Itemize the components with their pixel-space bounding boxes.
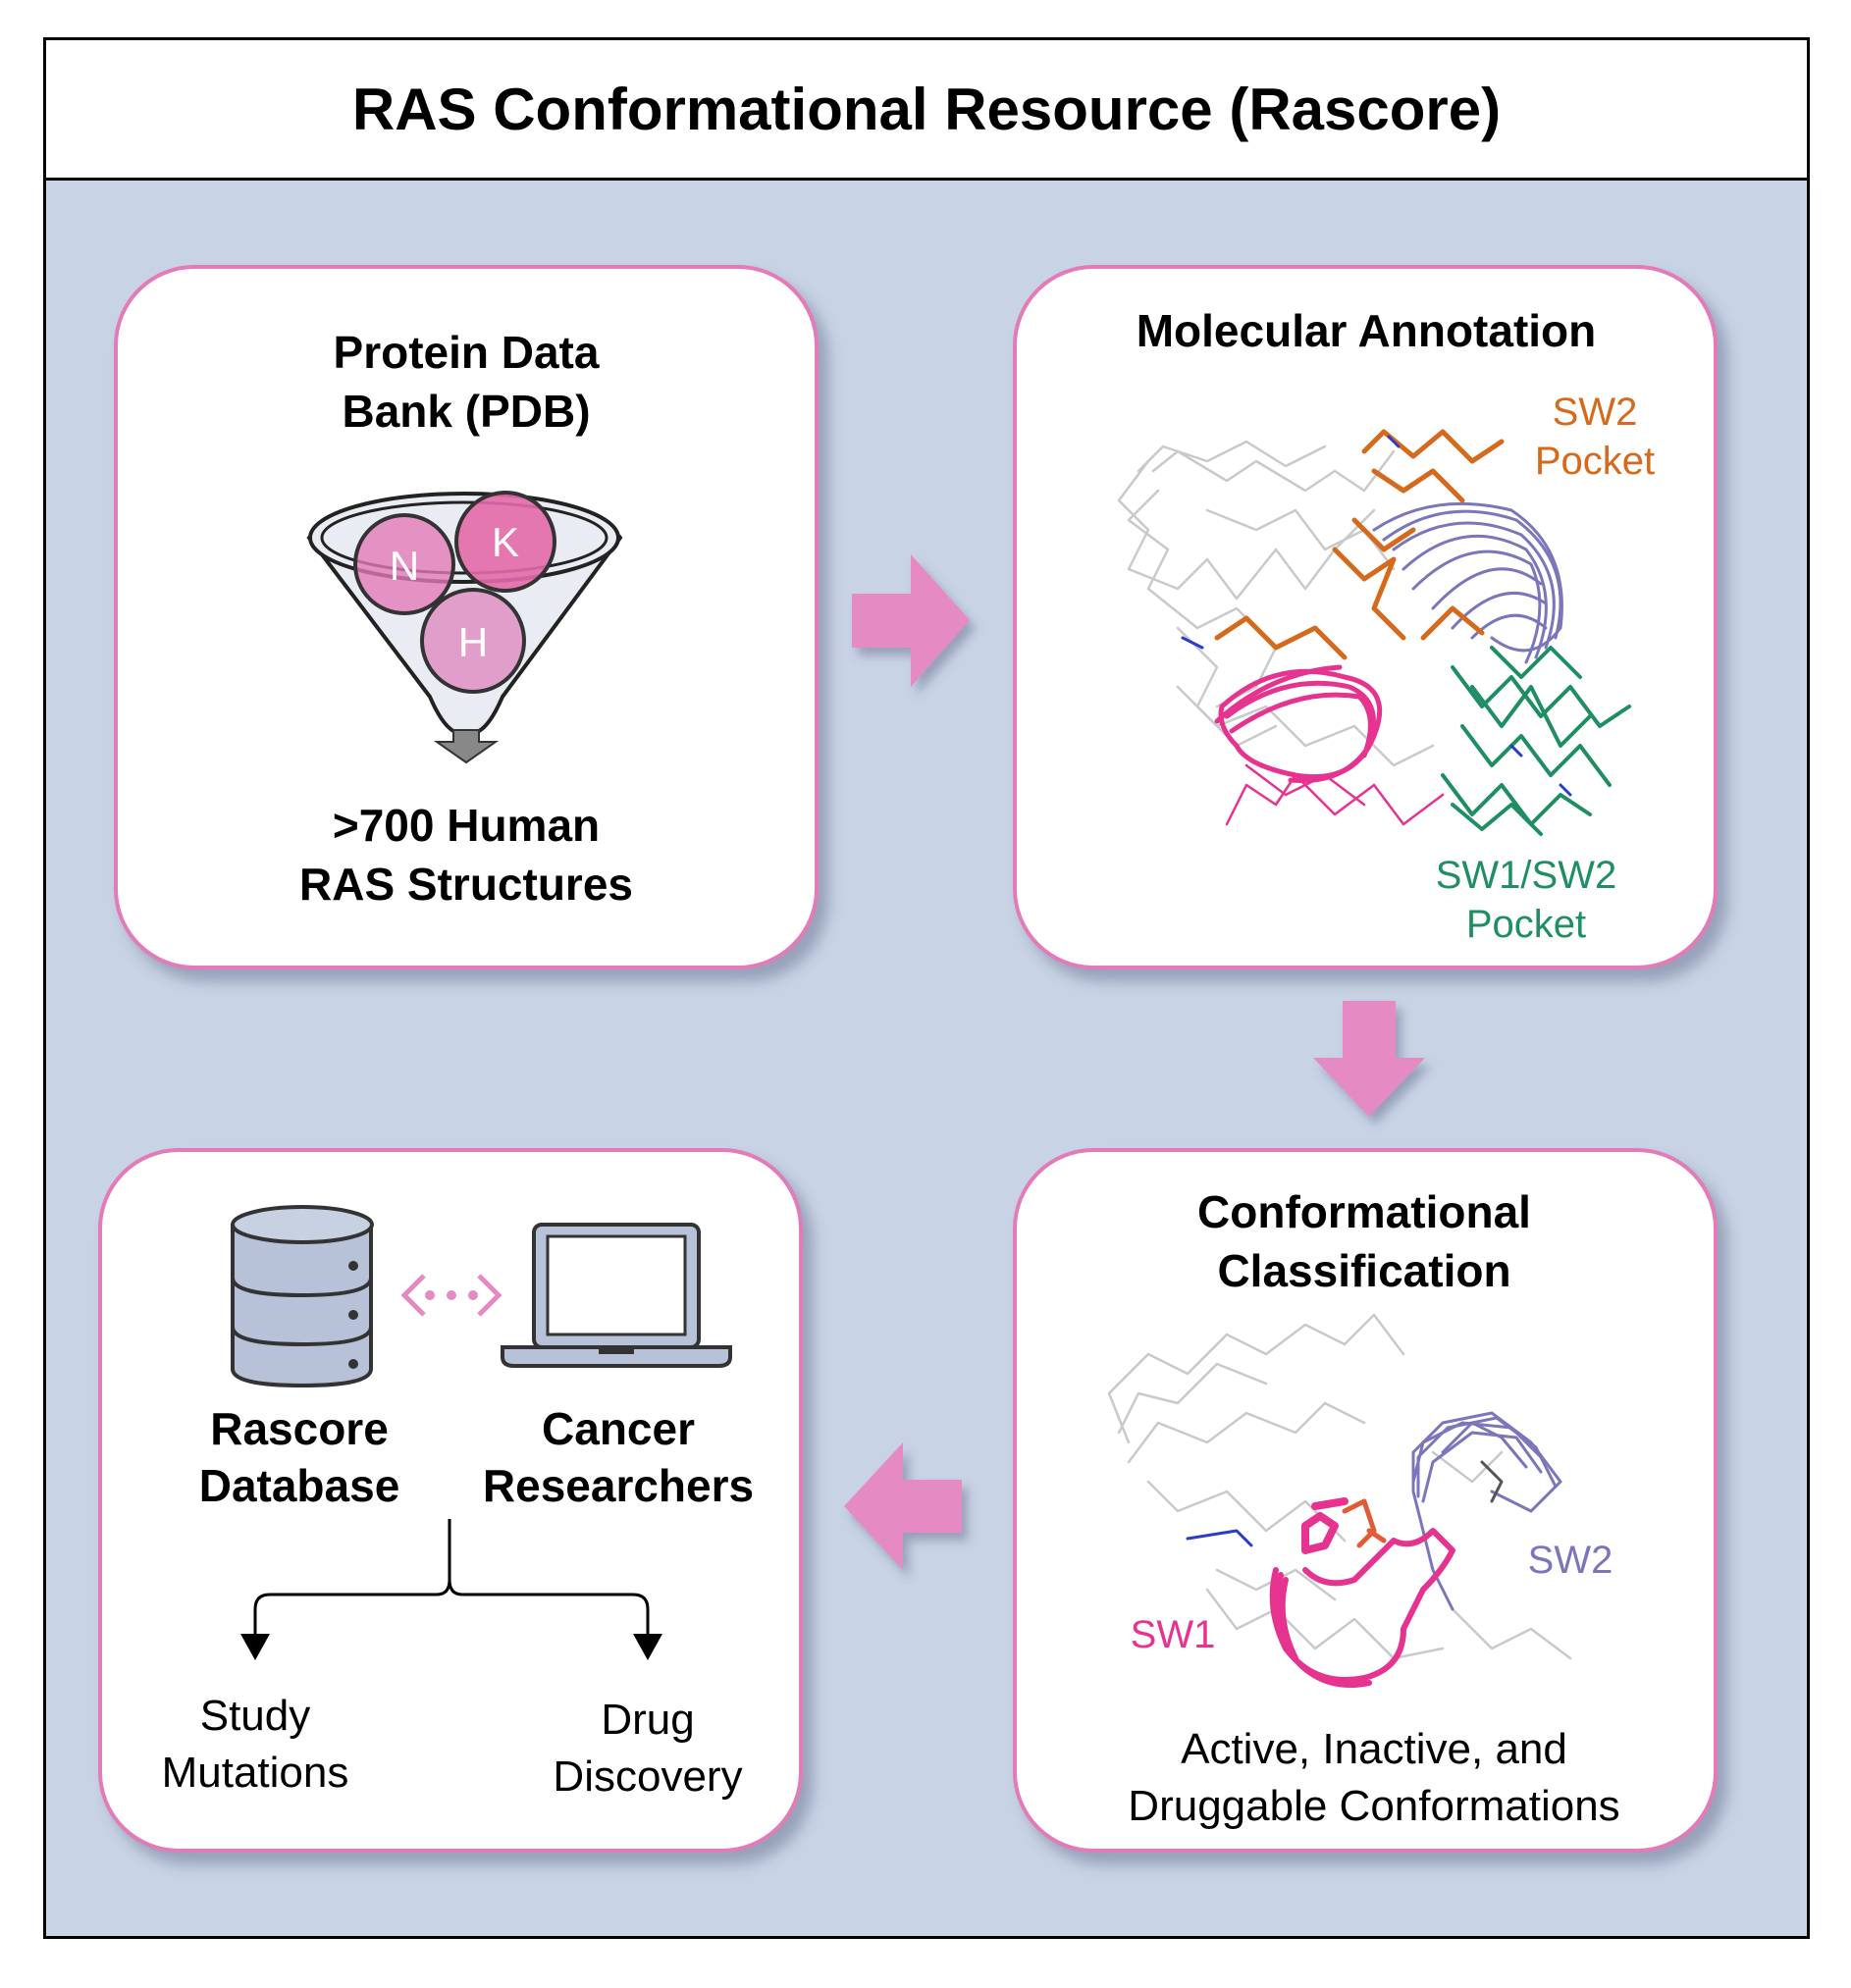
- classification-title-line1: Conformational: [1197, 1186, 1531, 1237]
- pdb-footer-line1: >700 Human: [332, 800, 601, 851]
- isoform-h-label: H: [457, 619, 489, 665]
- outcome-left-line2: Mutations: [161, 1749, 349, 1797]
- classification-footer-line1: Active, Inactive, and: [1181, 1725, 1567, 1773]
- outcome-arrowheads: [240, 1634, 662, 1660]
- researchers-label-line1: Cancer: [542, 1403, 695, 1454]
- sw1sw2-pocket-label-line2: Pocket: [1465, 903, 1587, 946]
- outcome-left-line1: Study: [199, 1692, 311, 1740]
- sw1sw2-pocket-label-line1: SW1/SW2: [1435, 854, 1617, 897]
- pdb-title-line2: Bank (PDB): [342, 386, 591, 437]
- pdb-title-line1: Protein Data: [333, 327, 600, 378]
- sw2-pocket-label-line2: Pocket: [1534, 440, 1656, 483]
- sw1-label: SW1: [1130, 1613, 1216, 1656]
- data-exchange-icon: [400, 1274, 502, 1317]
- isoform-n-ball: [353, 513, 455, 615]
- researchers-label-line2: Researchers: [482, 1460, 755, 1511]
- sw2-label: SW2: [1527, 1539, 1613, 1582]
- annotation-structure-image: [1117, 429, 1631, 836]
- isoform-n-label: N: [389, 543, 420, 589]
- laptop-icon: [501, 1223, 732, 1368]
- database-icon: [231, 1205, 374, 1388]
- annotation-title: Molecular Annotation: [1136, 305, 1597, 356]
- outcome-bracket: [253, 1519, 650, 1637]
- panel-annotation: [1013, 265, 1718, 969]
- title-bar: RAS Conformational Resource (Rascore): [46, 40, 1807, 181]
- funnel-down-arrow-icon: [433, 729, 500, 764]
- isoform-h-ball: [420, 588, 526, 694]
- pdb-footer-line2: RAS Structures: [299, 859, 633, 910]
- arrow-down: [1313, 1001, 1425, 1117]
- isoform-k-ball: [454, 491, 556, 593]
- sw2-pocket-label-line1: SW2: [1552, 391, 1638, 434]
- page-title: RAS Conformational Resource (Rascore): [351, 76, 1502, 142]
- arrow-right: [852, 554, 970, 687]
- arrow-left: [844, 1442, 962, 1570]
- isoform-k-label: K: [491, 519, 519, 565]
- classification-structure-image: [1107, 1313, 1572, 1688]
- database-label-line2: Database: [198, 1460, 400, 1511]
- classification-title-line2: Classification: [1217, 1245, 1511, 1296]
- classification-footer-line2: Druggable Conformations: [1128, 1782, 1620, 1830]
- outcome-right-line1: Drug: [601, 1696, 695, 1744]
- database-label-line1: Rascore: [210, 1403, 389, 1454]
- outcome-right-line2: Discovery: [553, 1753, 743, 1801]
